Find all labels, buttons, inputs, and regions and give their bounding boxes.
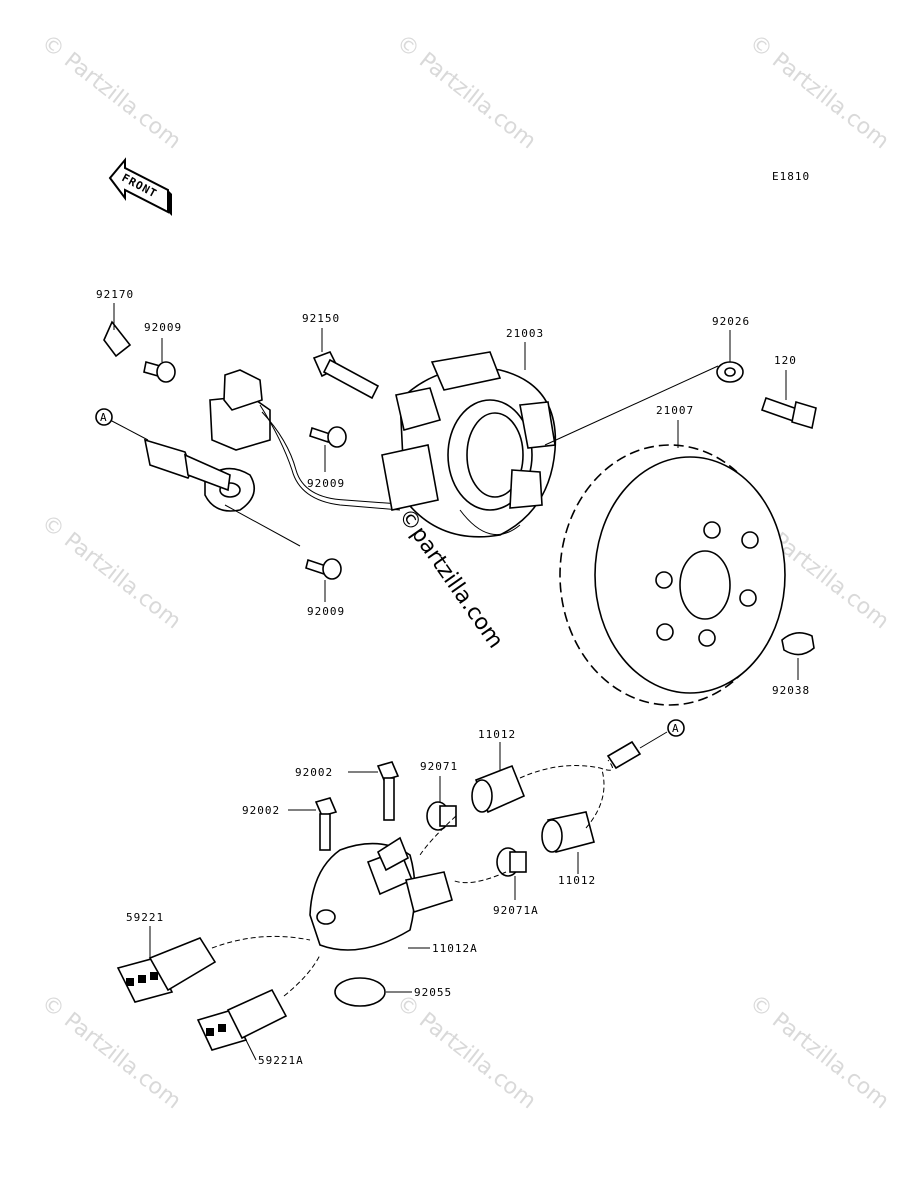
wire-joint-a: A: [606, 719, 685, 770]
watermark: © Partzilla.com: [36, 510, 185, 634]
flywheel-21007: [559, 444, 786, 706]
label-92009-top: 92009: [144, 321, 182, 334]
cable-upper: [519, 759, 613, 779]
label-21007: 21007: [656, 404, 694, 417]
watermark: © Partzilla.com: [744, 990, 893, 1114]
ref-marker-a-top: A: [95, 408, 113, 426]
pickup-coil: [209, 369, 401, 511]
plug-cap-11012-upper: [471, 764, 526, 814]
label-59221A: 59221A: [258, 1054, 304, 1067]
label-92009-lower: 92009: [307, 605, 345, 618]
label-92009-middle: 92009: [307, 477, 345, 490]
label-11012-upper: 11012: [478, 728, 516, 741]
label-11012-lower: 11012: [558, 874, 596, 887]
key-92038: [781, 632, 815, 656]
bolt-120: [760, 396, 817, 430]
label-92071A: 92071A: [493, 904, 539, 917]
cable-lower: [585, 769, 605, 829]
label-59221: 59221: [126, 911, 164, 924]
label-120: 120: [774, 354, 797, 367]
wiring-grommet: [109, 419, 256, 512]
svg-text:A: A: [672, 722, 680, 735]
label-92055: 92055: [414, 986, 452, 999]
watermark: © Partzilla.com: [36, 30, 185, 154]
grommet-92071: [426, 801, 457, 831]
watermark: © Partzilla.com: [744, 30, 893, 154]
washer-92026: [716, 361, 744, 383]
plug-cap-11012-lower: [541, 811, 595, 853]
cable-92071: [419, 815, 457, 856]
screw-92009-middle: [309, 426, 347, 448]
grommet-92071A: [496, 847, 527, 877]
label-11012A: 11012A: [432, 942, 478, 955]
label-92002-a: 92002: [295, 766, 333, 779]
label-92071: 92071: [420, 760, 458, 773]
label-92026: 92026: [712, 315, 750, 328]
diagram-code: E1810: [772, 170, 810, 183]
cable-92071A: [451, 871, 507, 884]
screw-92009-lower: [224, 504, 342, 580]
watermark: © Partzilla.com: [36, 990, 185, 1114]
bolt-92150: [312, 350, 380, 400]
label-92170: 92170: [96, 288, 134, 301]
connector-59221A: [196, 954, 321, 1051]
watermark: © Partzilla.com: [391, 990, 540, 1114]
stator-21003: [381, 351, 557, 538]
screw-92009-top: [143, 360, 176, 383]
cap-body-11012A: [309, 836, 453, 951]
bolt-92002-a: [376, 761, 400, 821]
svg-text:A: A: [100, 411, 108, 424]
o-ring-92055: [334, 977, 386, 1007]
front-arrow-icon: FRONT: [108, 157, 172, 216]
clip-92170: [103, 320, 132, 358]
label-92038: 92038: [772, 684, 810, 697]
label-92002-b: 92002: [242, 804, 280, 817]
bolt-92002-b: [314, 797, 338, 851]
label-92150: 92150: [302, 312, 340, 325]
label-21003: 21003: [506, 327, 544, 340]
connector-59221: [116, 935, 311, 1003]
watermark: © Partzilla.com: [391, 30, 540, 154]
